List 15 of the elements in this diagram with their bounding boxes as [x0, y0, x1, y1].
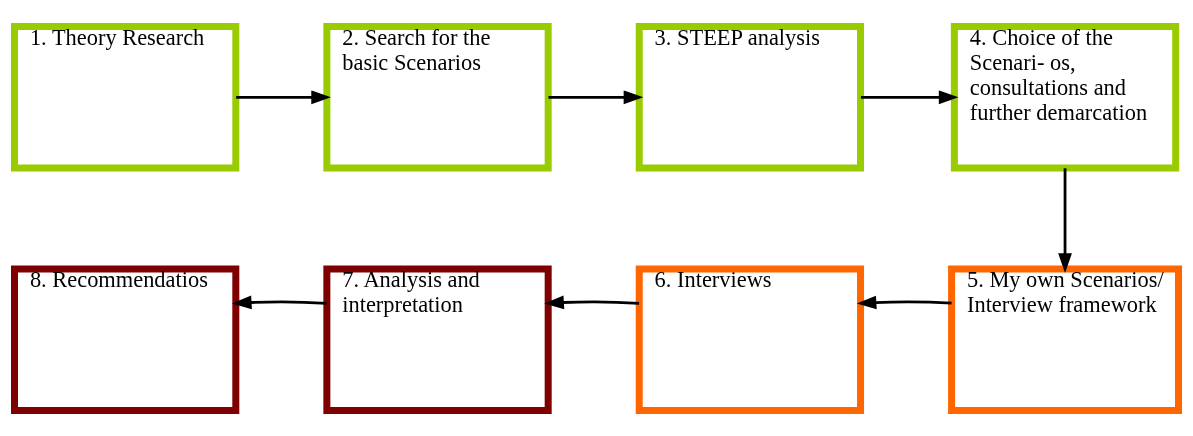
node-box: 2. Search for the basic Scenarios: [323, 22, 552, 172]
arrow: [548, 89, 644, 104]
arrow: [856, 295, 952, 309]
node-box: 3. STEEP analysis: [635, 22, 865, 172]
node-box: 4. Choice of the Scenari- os, consultations and further demarcation: [950, 22, 1180, 172]
node-box: 6. Interviews: [635, 264, 865, 414]
node-box: 7. Analysis and interpretation: [323, 264, 552, 414]
node-box: 1. Theory Research: [11, 22, 240, 172]
node-box: 8. Recommendatios: [11, 264, 240, 414]
arrow: [544, 295, 640, 309]
arrow: [231, 295, 327, 309]
arrow: [1058, 167, 1072, 273]
node-box: 5. My own Scenarios/ Interview framework: [948, 264, 1182, 414]
arrow: [860, 89, 959, 104]
arrow: [236, 89, 331, 104]
